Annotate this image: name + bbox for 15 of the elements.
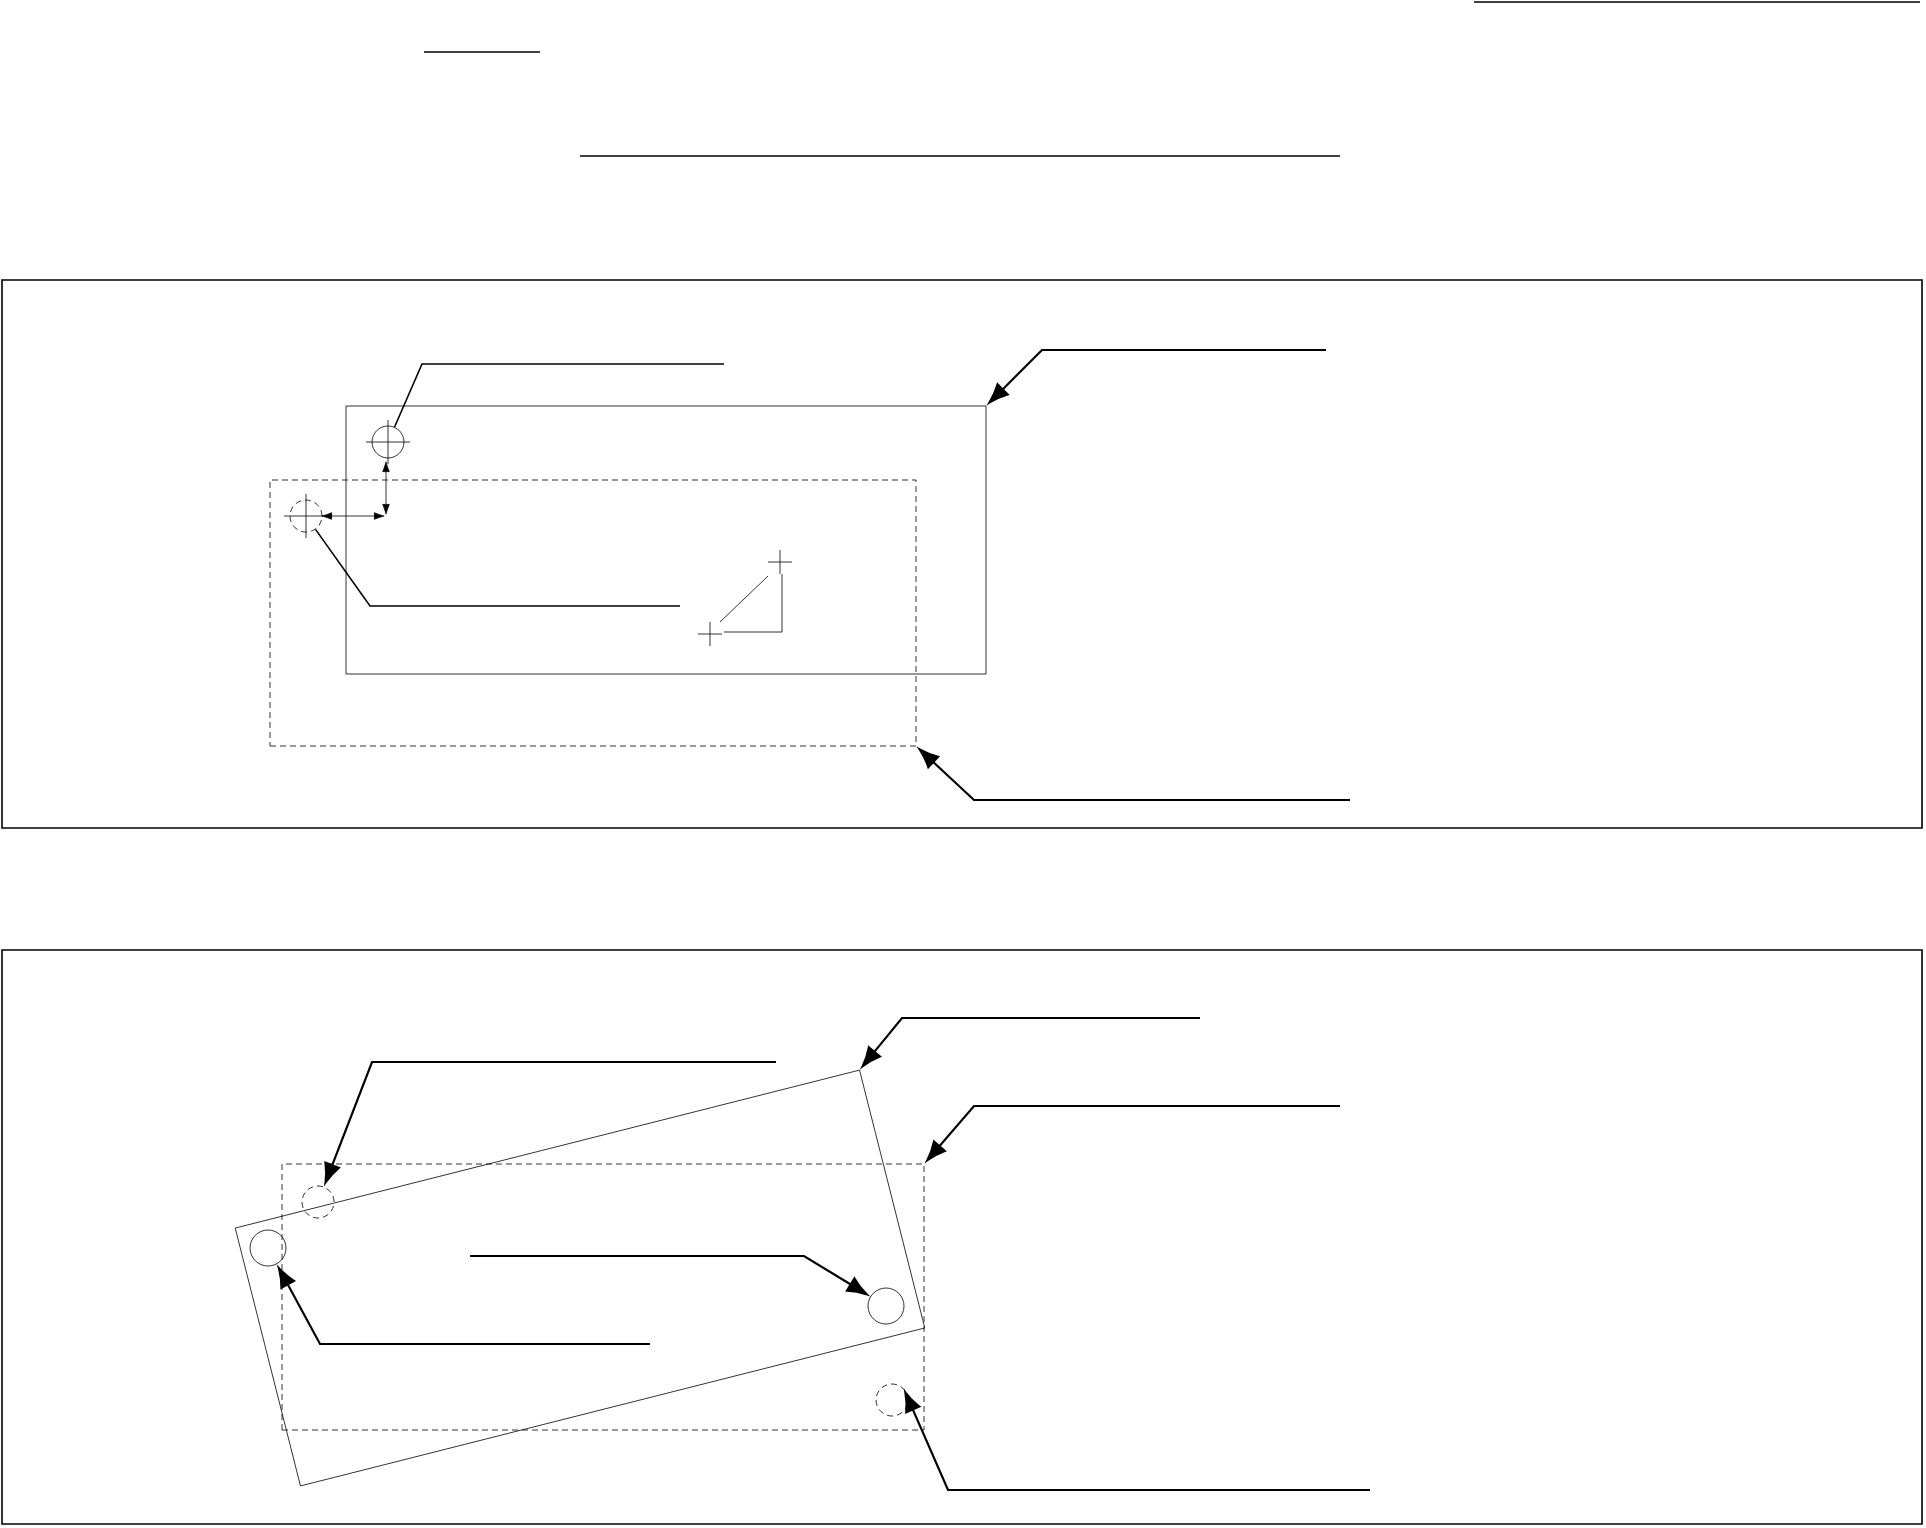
leader-line [393,363,725,428]
hole-circle [875,1383,909,1417]
leader-arrow [926,1104,1340,1162]
leader-arrow [861,1016,1200,1068]
leader-arrow [918,748,1350,802]
leader-arrow [324,1060,776,1184]
hole-circle [301,1185,335,1219]
leader-arrow [470,1254,868,1296]
outline-rectangle [345,405,987,675]
leader-line [314,528,681,607]
leader-arrow [277,1267,650,1346]
leader-arrow [904,1391,1370,1492]
hole-circle [249,1229,287,1267]
leader-arrow [988,348,1326,404]
outline-rectangle [269,479,917,747]
